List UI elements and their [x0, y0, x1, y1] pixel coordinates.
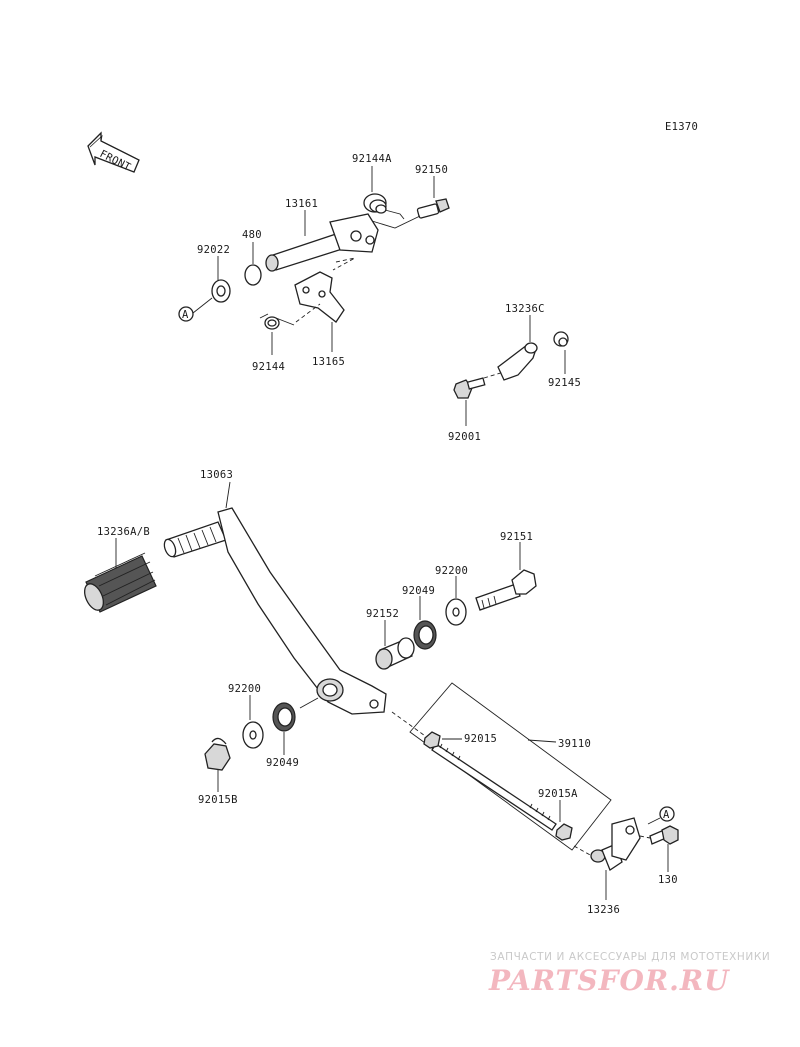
label-13063: 13236A/B — [97, 526, 150, 538]
cap-nut-92015b — [204, 737, 231, 771]
spring-clip-92145 — [553, 331, 569, 347]
label-92015b: 92015B — [198, 794, 238, 806]
ref-a-upper: A — [182, 309, 189, 321]
nut-92015a — [555, 823, 573, 841]
label-130: 130 — [658, 874, 678, 886]
seal-92049-upper — [413, 620, 437, 650]
label-39110: 39110 — [558, 738, 591, 750]
label-92152: 92152 — [366, 608, 399, 620]
shift-shaft-13161 — [265, 213, 379, 272]
nut-92015 — [423, 731, 441, 749]
shift-pedal-13236ab — [163, 507, 387, 715]
spring-92144a — [363, 193, 405, 220]
label-92144a: 92144A — [352, 153, 392, 165]
label-13161: 13161 — [285, 198, 318, 210]
label-92200-lower: 92200 — [228, 683, 261, 695]
watermark-brand-logo: PARTSFOR.RU — [489, 964, 730, 997]
shift-plate-13165 — [294, 271, 345, 323]
label-13236ab: 13063 — [200, 469, 233, 481]
watermark-tagline: ЗАПЧАСТИ И АКСЕССУАРЫ ДЛЯ МОТОТЕХНИКИ — [490, 951, 771, 963]
ref-a-circle-lower — [659, 806, 675, 822]
label-13165: 13165 — [312, 356, 345, 368]
label-92200-upper: 92200 — [435, 565, 468, 577]
bolt-92001 — [453, 377, 486, 399]
label-480: 480 — [242, 229, 262, 241]
label-92150: 92150 — [415, 164, 448, 176]
bolt-130 — [649, 825, 679, 845]
label-92001: 92001 — [448, 431, 481, 443]
collar-92152 — [375, 637, 415, 670]
label-13236: 13236 — [587, 904, 620, 916]
pedal-rubber-13063 — [83, 552, 157, 613]
rod-end-13236 — [590, 817, 641, 871]
seal-92049-lower — [272, 702, 296, 732]
bolt-92151 — [475, 569, 537, 611]
bolt-92150 — [416, 198, 450, 219]
circlip-480 — [244, 264, 262, 286]
front-arrow-icon: FRONT — [87, 131, 140, 174]
ref-a-circle-upper — [178, 306, 194, 322]
label-92022: 92022 — [197, 244, 230, 256]
ref-a-lower: A — [663, 809, 670, 821]
shift-arm-13236c — [497, 342, 538, 381]
spring-92144 — [259, 313, 295, 330]
tie-rod-39110 — [431, 743, 557, 831]
label-92015a: 92015A — [538, 788, 578, 800]
label-13236c: 13236C — [505, 303, 545, 315]
diagram-code: E1370 — [665, 121, 698, 133]
label-92144: 92144 — [252, 361, 285, 373]
label-92015: 92015 — [464, 733, 497, 745]
label-92049-lower: 92049 — [266, 757, 299, 769]
label-92151: 92151 — [500, 531, 533, 543]
label-92049-upper: 92049 — [402, 585, 435, 597]
label-92145: 92145 — [548, 377, 581, 389]
